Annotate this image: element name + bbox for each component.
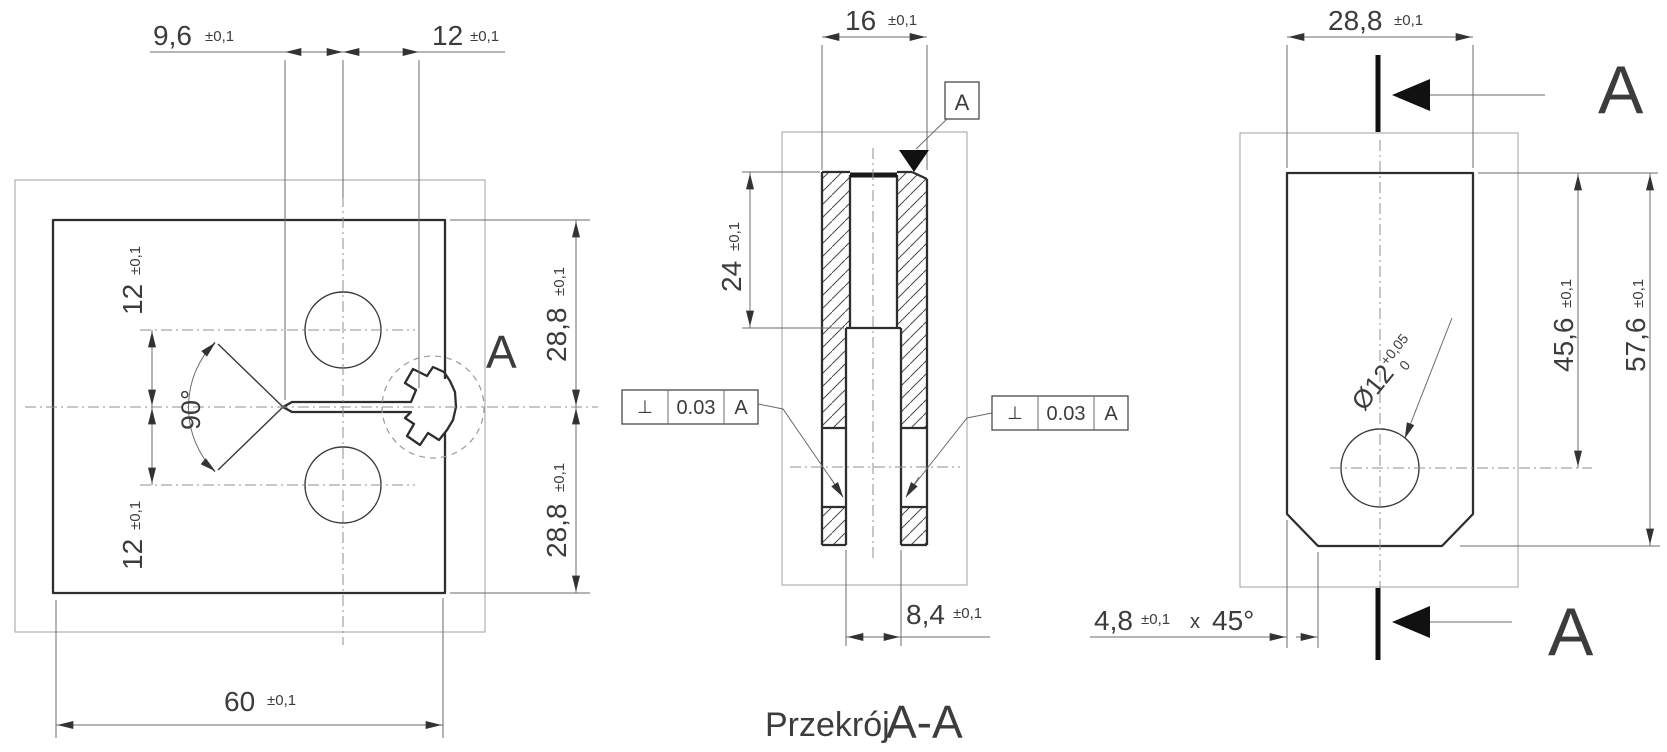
section-stock-outline	[781, 131, 968, 586]
section-arrow-icon	[1392, 79, 1430, 111]
dim-9-6-value: 9,6	[153, 20, 192, 51]
dim-chamfer: 4,8 ±0,1 x 45°	[1090, 520, 1319, 648]
dim-45-6-value: 45,6	[1548, 318, 1579, 373]
dim-chamfer-tol: ±0,1	[1141, 611, 1170, 628]
dim-45-6: 45,6 ±0,1	[1478, 172, 1658, 468]
section-view: 16 ±0,1 24 ±0,1 8,4 ±0,1 A	[621, 5, 1129, 748]
dim-57-6: 57,6 ±0,1	[1460, 173, 1660, 547]
caption-prefix: Przekrój	[765, 706, 890, 744]
section-arrow-icon	[1392, 606, 1430, 638]
dim-angle-value: 90°	[176, 389, 206, 430]
dim-28-8-lower-tol: ±0,1	[551, 463, 568, 492]
datum-leader	[915, 117, 949, 150]
dim-28-8-verticals: 28,8 ±0,1 28,8 ±0,1	[450, 219, 590, 594]
fcf-frame	[991, 395, 1129, 431]
dim-8-4: 8,4 ±0,1	[845, 550, 990, 646]
arrowhead	[200, 458, 216, 472]
dim-hole-tol-lower: 0	[1396, 357, 1413, 373]
datum-flag: A	[899, 81, 980, 172]
section-label-top: A	[1598, 52, 1644, 128]
dim-57-6-value: 57,6	[1620, 318, 1651, 373]
dim-9-6-and-12: 9,6 ±0,1 12 ±0,1	[150, 20, 505, 400]
section-centerlines	[790, 148, 960, 560]
dim-28-8-upper-tol: ±0,1	[551, 267, 568, 296]
dim-28-8-top: 28,8 ±0,1	[1286, 5, 1474, 168]
side-stock-outline	[1239, 132, 1519, 588]
chevron-notch-faces	[217, 343, 284, 471]
fcf-left: ⊥ 0.03 A	[621, 389, 844, 498]
dim-9-6-tol: ±0,1	[205, 28, 234, 45]
slot-keyhole-notch	[282, 365, 458, 447]
dim-12-top-tol: ±0,1	[470, 28, 499, 45]
dim-chamfer-angle: 45°	[1212, 605, 1254, 636]
datum-label: A	[955, 90, 970, 115]
arrowhead	[905, 476, 920, 498]
dim-12-top-value: 12	[432, 20, 463, 51]
dim-chamfer-value: 4,8	[1094, 605, 1133, 636]
dim-16-tol: ±0,1	[888, 12, 917, 29]
section-caption: Przekrój A-A	[765, 696, 963, 748]
dim-hole-value: Ø12	[1345, 359, 1399, 416]
dim-28-8-tol: ±0,1	[1394, 12, 1423, 29]
dim-12-upper-tol: ±0,1	[127, 246, 144, 275]
dim-28-8-value: 28,8	[1328, 5, 1383, 36]
dim-8-4-value: 8,4	[906, 599, 945, 630]
arrowhead	[829, 476, 844, 498]
section-hatching	[822, 172, 927, 545]
fcf-frame	[621, 389, 759, 425]
dim-57-6-tol: ±0,1	[1630, 279, 1647, 308]
dim-16-value: 16	[845, 5, 876, 36]
dim-24-tol: ±0,1	[726, 222, 743, 251]
fcf-left-tolerance: 0.03	[677, 397, 716, 419]
dim-chamfer-separator: x	[1190, 611, 1200, 633]
dim-16: 16 ±0,1	[821, 5, 928, 170]
hatch-region	[901, 507, 927, 545]
dim-60: 60 ±0,1	[55, 598, 444, 738]
section-line-top: A	[1375, 52, 1644, 132]
hatch-region	[822, 507, 846, 545]
leader-arrow	[1404, 317, 1453, 439]
dim-45-6-tol: ±0,1	[1558, 279, 1575, 308]
dim-28-8-upper-value: 28,8	[541, 308, 572, 363]
dim-8-4-tol: ±0,1	[953, 605, 982, 622]
section-geometry	[820, 170, 929, 547]
front-centerlines	[25, 196, 598, 645]
front-stock-outline	[14, 179, 486, 633]
fcf-right-datum: A	[1104, 403, 1118, 425]
section-label-bottom: A	[1548, 594, 1594, 670]
section-line-bottom: A	[1375, 588, 1594, 670]
dim-60-value: 60	[224, 686, 255, 717]
perpendicularity-icon: ⊥	[637, 397, 653, 417]
side-part-outline	[1285, 171, 1475, 548]
side-view: A A 28,8 ±0,1 45,6 ±0,1	[1090, 5, 1660, 670]
datum-box	[944, 81, 980, 120]
dim-12-upper-value: 12	[117, 284, 148, 315]
dim-12-lower-value: 12	[117, 539, 148, 570]
caption-section-name: A-A	[886, 696, 963, 748]
perpendicularity-icon: ⊥	[1007, 403, 1023, 423]
detail-label-a: A	[486, 326, 517, 378]
dim-12-verticals: 12 ±0,1 12 ±0,1	[117, 246, 156, 570]
front-view: 9,6 ±0,1 12 ±0,1 12 ±0,1 12 ±0,1	[14, 20, 598, 738]
datum-triangle-icon	[899, 150, 929, 172]
fcf-left-datum: A	[734, 397, 748, 419]
dim-24: 24 ±0,1	[716, 171, 844, 329]
fcf-right: ⊥ 0.03 A	[905, 395, 1129, 498]
fcf-right-tolerance: 0.03	[1047, 403, 1086, 425]
dim-12-lower-tol: ±0,1	[127, 501, 144, 530]
dim-24-value: 24	[716, 261, 747, 292]
side-centerlines	[1330, 140, 1592, 617]
hatch-region	[822, 172, 850, 428]
dim-60-tol: ±0,1	[267, 692, 296, 709]
dim-angle-90: 90°	[176, 341, 216, 473]
dim-hole-callout: Ø12 +0,05 0	[1345, 317, 1453, 439]
dim-28-8-lower-value: 28,8	[541, 504, 572, 559]
arrowhead	[201, 342, 216, 357]
hatch-region	[897, 172, 927, 428]
